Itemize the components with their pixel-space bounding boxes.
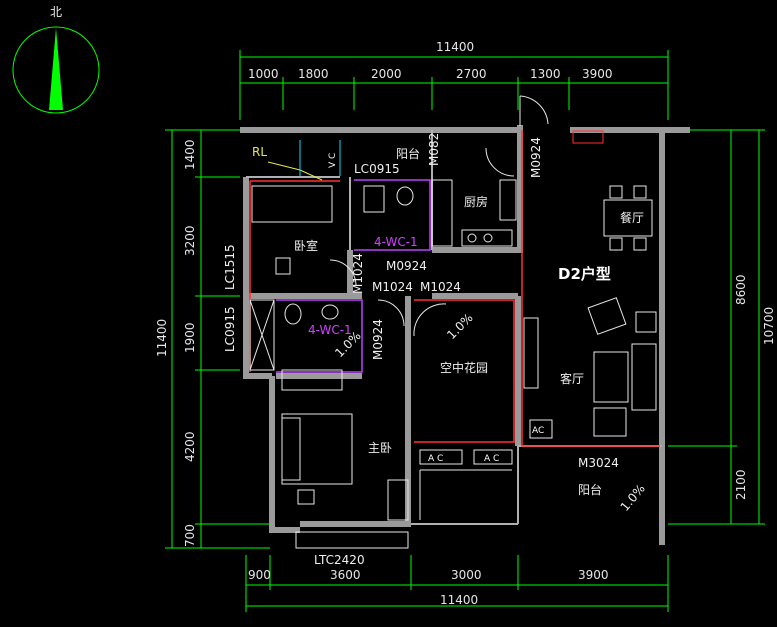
label-m1024-right: M1024: [420, 280, 461, 294]
label-m1024-vert: M1024: [351, 253, 365, 294]
left-dim-total: 11400: [155, 319, 169, 357]
room-dining: 餐厅: [620, 210, 644, 225]
top-dim-1: 1000: [248, 67, 279, 81]
label-m0924-top: M0924: [529, 137, 543, 178]
label-wc-upper: 4-WC-1: [374, 235, 418, 249]
left-dimension-chain: 1400 3200 1900 4200 700 11400: [155, 129, 270, 549]
bottom-dim-total: 11400: [440, 593, 478, 607]
top-dim-5: 1300: [530, 67, 561, 81]
label-m1024-left: M1024: [372, 280, 413, 294]
left-dim-5: 700: [183, 524, 197, 547]
bottom-dim-1: 900: [248, 568, 271, 582]
label-rl: RL: [252, 145, 267, 159]
label-ac-3: AC: [532, 426, 544, 436]
label-lc1515: LC1515: [223, 244, 237, 290]
room-living: 客厅: [560, 371, 584, 386]
bottom-dim-4: 3900: [578, 568, 609, 582]
dining-table: [603, 185, 653, 251]
label-m082: M082: [427, 133, 441, 166]
bathroom-fixtures: [249, 185, 414, 371]
label-wc-lower: 4-WC-1: [308, 323, 352, 337]
right-dim-1: 8600: [734, 274, 748, 305]
label-lc0915-left: LC0915: [223, 306, 237, 352]
label-vc: V C: [328, 153, 338, 168]
top-dim-4: 2700: [456, 67, 487, 81]
door-window-labels: RL LC0915 LC1515 LC0915 M082 M0924 M0924…: [223, 133, 648, 567]
top-dimension-chain: 11400 1000 1800 2000 2700 1300 3900: [239, 40, 669, 120]
north-arrow-circle: [12, 26, 100, 114]
room-balcony-top: 阳台: [396, 146, 420, 161]
label-ltc2420: LTC2420: [314, 553, 365, 567]
bathroom-outlines: [276, 179, 431, 373]
left-dim-1: 1400: [183, 139, 197, 170]
right-dimension-chain: 8600 2100 10700: [668, 129, 776, 525]
plan-title: D2户型: [558, 265, 611, 283]
bedroom-furniture: [251, 185, 409, 521]
kitchen-fixtures: [431, 179, 517, 247]
room-bedroom: 卧室: [294, 238, 318, 253]
room-balcony-bottom: 阳台: [578, 482, 602, 497]
right-dim-total: 10700: [762, 307, 776, 345]
north-arrow: 北: [12, 5, 100, 114]
top-dim-total: 11400: [436, 40, 474, 54]
bottom-dim-2: 3600: [330, 568, 361, 582]
bottom-dim-3: 3000: [451, 568, 482, 582]
room-master-bedroom: 主卧: [368, 441, 392, 455]
north-label: 北: [50, 5, 62, 19]
north-arrow-needle: [49, 28, 63, 110]
sofa-set: [523, 297, 657, 439]
top-dim-3: 2000: [371, 67, 402, 81]
left-dim-3: 1900: [183, 322, 197, 353]
pipe-lines: [267, 140, 341, 181]
label-slope-1: 1.0%: [444, 311, 475, 342]
top-dim-6: 3900: [582, 67, 613, 81]
left-dim-2: 3200: [183, 225, 197, 256]
room-labels: D2户型 卧室 主卧 厨房 餐厅 客厅 空中花园 阳台 阳台: [294, 146, 644, 497]
label-m3024: M3024: [578, 456, 619, 470]
label-m0924-vert: M0924: [371, 319, 385, 360]
label-slope-3: 1.0%: [618, 482, 648, 514]
right-dim-2: 2100: [734, 469, 748, 500]
door-swings: [329, 95, 549, 337]
label-lc0915-top: LC0915: [354, 162, 400, 176]
top-dim-2: 1800: [298, 67, 329, 81]
room-garden: 空中花园: [440, 360, 488, 375]
label-ac-2: A C: [484, 454, 499, 464]
ac-units: [295, 130, 604, 549]
left-dim-4: 4200: [183, 431, 197, 462]
label-ac-1: A C: [428, 454, 443, 464]
room-kitchen: 厨房: [464, 194, 488, 209]
label-m0924-mid: M0924: [386, 259, 427, 273]
bottom-dimension-chain: 900 3600 3000 3900 11400: [245, 555, 669, 612]
